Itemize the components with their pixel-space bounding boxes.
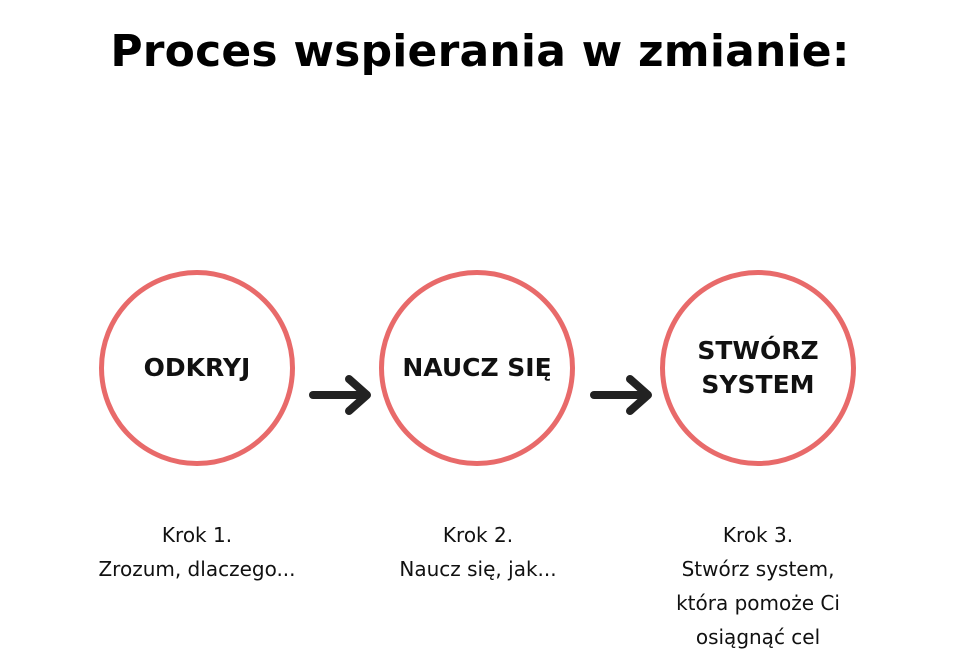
diagram-title: Proces wspierania w zmianie: <box>110 26 850 77</box>
step-description-line: Stwórz system, <box>681 557 835 581</box>
step-description-line: Zrozum, dlaczego... <box>98 557 296 581</box>
circle-label: STWÓRZ SYSTEM <box>697 336 819 399</box>
step-description-line: która pomoże Ci <box>676 591 840 615</box>
step-caption-2: Krok 2. Naucz się, jak... <box>338 518 618 586</box>
circle-label: ODKRYJ <box>143 353 251 382</box>
step-number-label: Krok 1. <box>161 523 233 547</box>
step-circle-create-system: STWÓRZ SYSTEM <box>660 270 856 466</box>
arrow-right-icon <box>590 375 652 415</box>
step-description-line: osiągnąć cel <box>695 625 821 649</box>
step-description-line: Naucz się, jak... <box>399 557 557 581</box>
step-caption-3: Krok 3. Stwórz system, która pomoże Ci o… <box>618 518 898 654</box>
step-caption-1: Krok 1. Zrozum, dlaczego... <box>57 518 337 586</box>
step-circle-discover: ODKRYJ <box>99 270 295 466</box>
circle-label: NAUCZ SIĘ <box>402 353 552 382</box>
arrow-right-icon <box>309 375 371 415</box>
step-number-label: Krok 2. <box>442 523 514 547</box>
step-number-label: Krok 3. <box>722 523 794 547</box>
step-circle-learn: NAUCZ SIĘ <box>379 270 575 466</box>
